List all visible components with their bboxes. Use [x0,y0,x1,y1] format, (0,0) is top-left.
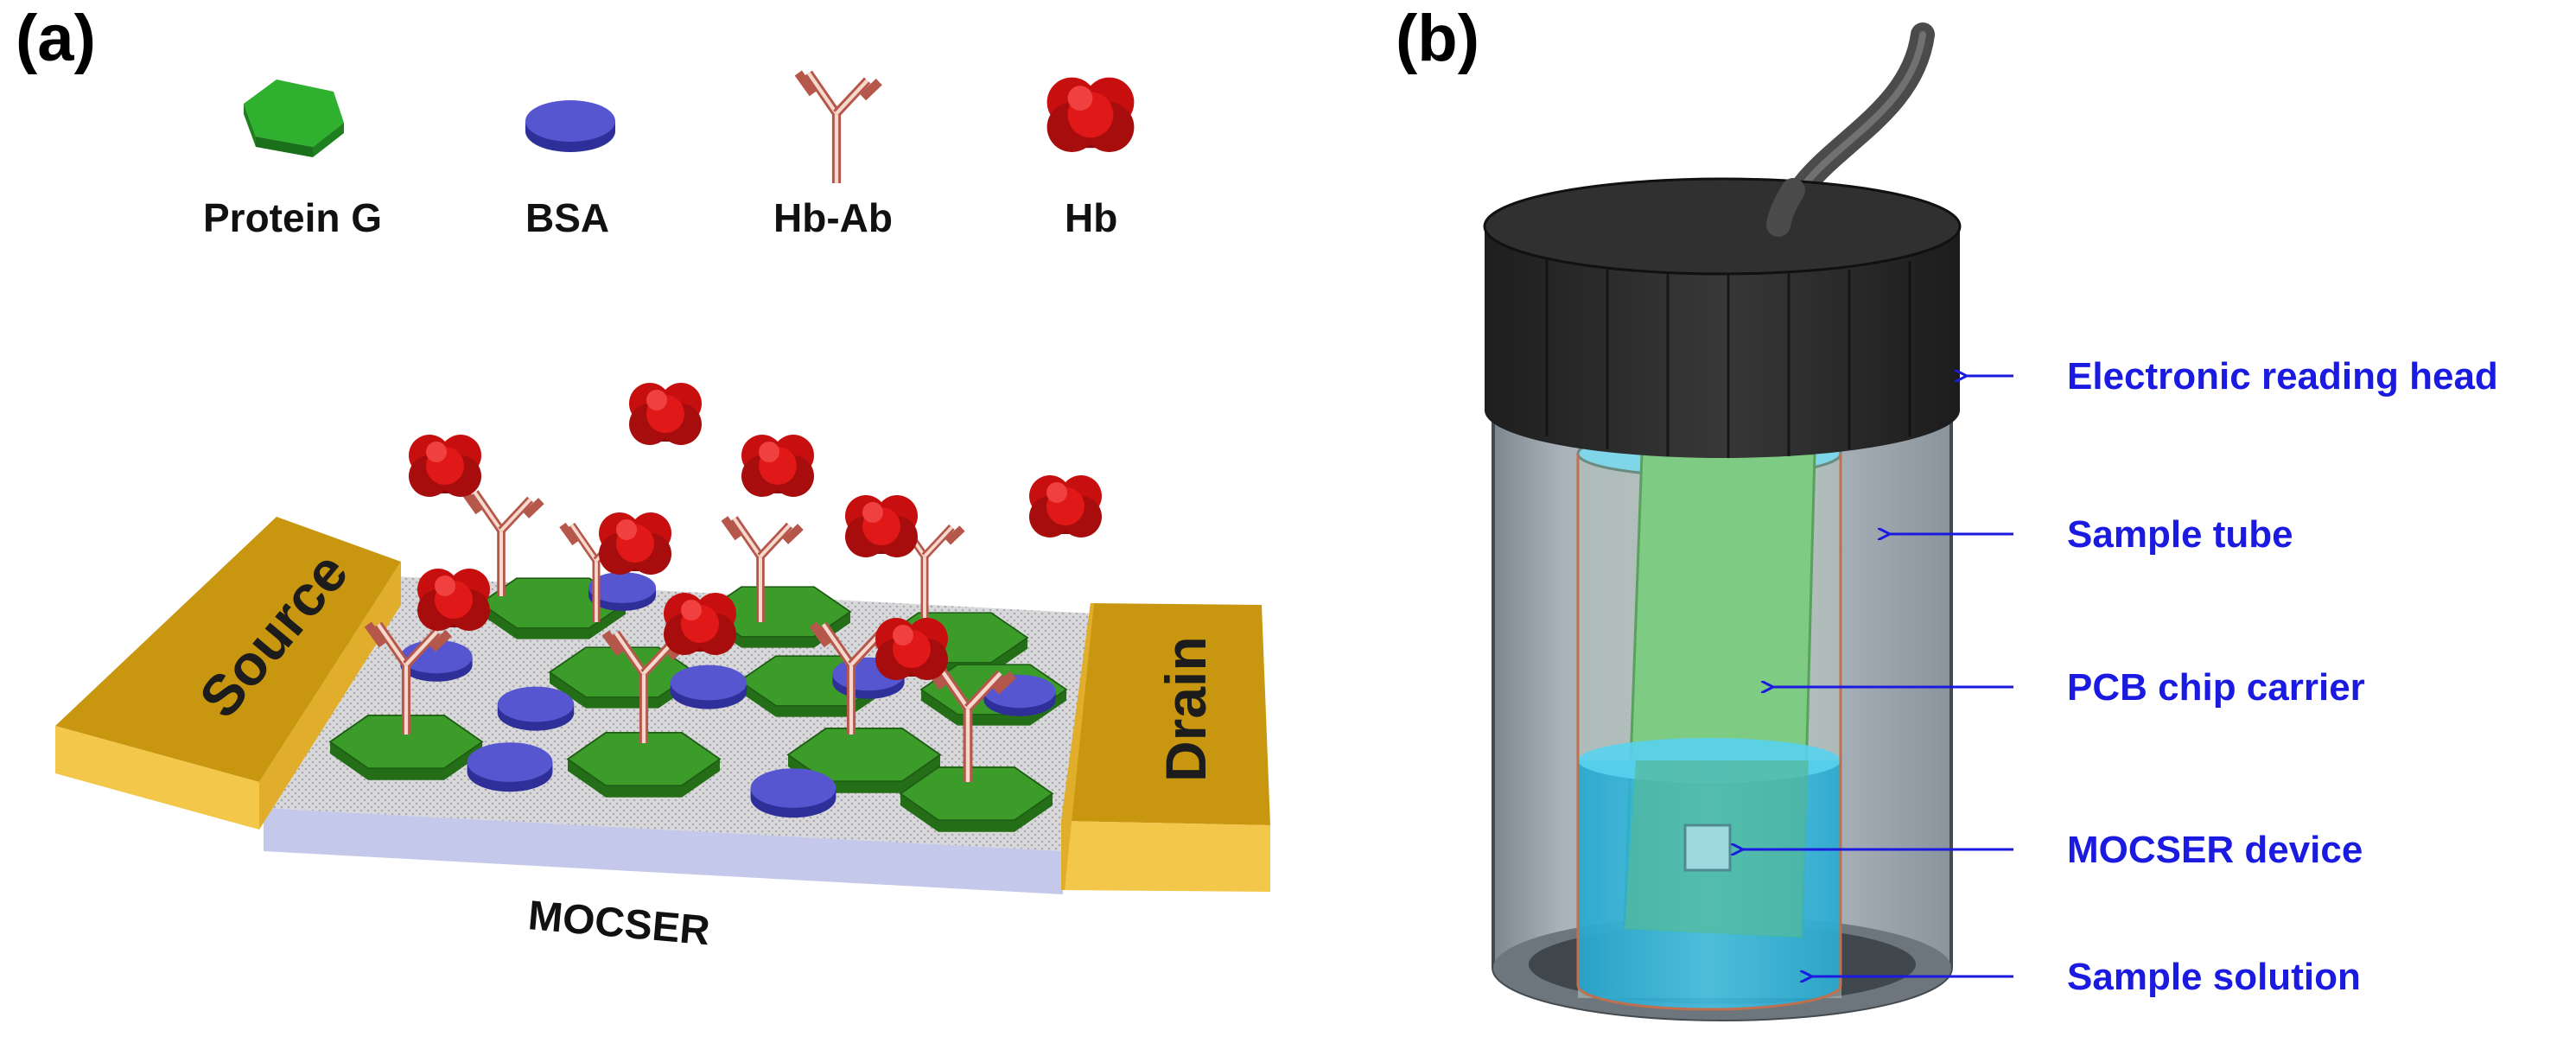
callout-pcb: PCB chip carrier [2067,666,2365,709]
bsa-molecule [750,768,836,818]
legend-label-hb: Hb [1065,195,1117,240]
legend-label-bsa: BSA [525,195,609,240]
protein-g-hexagon-icon [244,79,344,157]
panel-a-label: (a) [16,2,96,75]
drain-label: Drain [1154,636,1218,782]
bsa-molecule [467,742,553,792]
mocser-device-illustration: Source Drain [55,383,1270,894]
hb-molecule [664,593,736,655]
panel-a: (a) Protein G BSA Hb-Ab Hb [16,2,1270,954]
panel-b: (b) [1396,2,2498,1021]
bsa-molecule [670,665,747,709]
callout-reading-head: Electronic reading head [2067,355,2498,397]
hb-molecule [875,618,948,680]
hb-molecule [845,495,918,557]
device-label: MOCSER [526,893,712,954]
antibody-icon [798,73,880,184]
drain-electrode: Drain [1061,603,1270,892]
callouts: Electronic reading head Sample tube PCB … [1741,355,2498,998]
electronic-reading-head [1483,177,1962,458]
legend-label-hb-ab: Hb-Ab [773,195,893,240]
bsa-molecule [497,686,575,731]
bsa-disc-icon [525,100,615,152]
substrate-front [264,808,1063,894]
callout-sample-tube: Sample tube [2067,513,2293,556]
callout-solution: Sample solution [2067,956,2361,998]
hb-molecule [599,512,671,575]
inner-tube-outline [1576,454,1842,1011]
legend: Protein G BSA Hb-Ab Hb [203,73,1135,240]
hb-molecule [741,435,814,497]
hb-molecule [629,383,702,445]
sample-solution [1578,738,1841,1009]
hb-molecule [409,435,481,497]
panel-b-label: (b) [1396,2,1479,75]
source-electrode: Source [55,517,401,830]
callout-mocser: MOCSER device [2067,829,2363,871]
hb-molecule [1029,475,1102,537]
legend-label-protein-g: Protein G [203,195,382,240]
hb-molecule [417,569,490,631]
mocser-chip [1683,824,1732,872]
hemoglobin-icon [1046,77,1135,152]
